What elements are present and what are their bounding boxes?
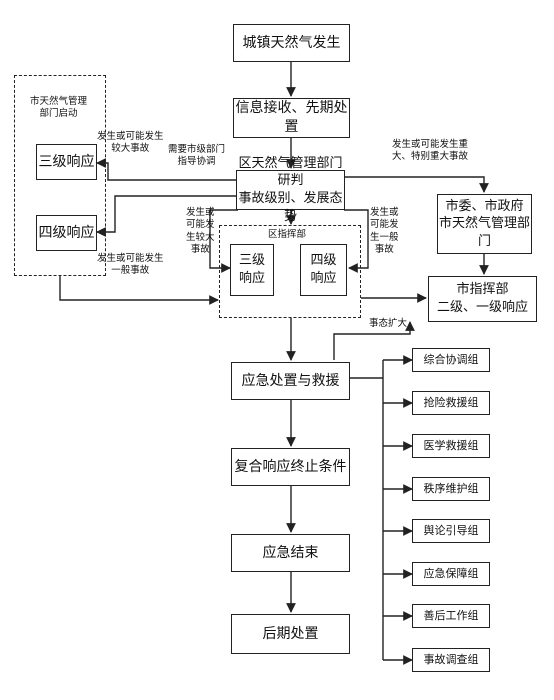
- info-receive-box: 信息接收、先期处置: [233, 98, 350, 138]
- gas-incident-box: 城镇天然气发生: [233, 24, 350, 62]
- major-accident-label: 发生或可能发生 较大事故: [97, 131, 164, 155]
- escalation-label: 事态扩大: [369, 318, 408, 329]
- district-level3-box: 三级 响应: [230, 244, 274, 296]
- team-box: 秩序维护组: [412, 477, 490, 501]
- team-box: 医学救援组: [412, 434, 490, 458]
- district-level4-box: 四级 响应: [300, 244, 347, 296]
- district-hq-label: 区指挥部: [268, 229, 307, 240]
- general-accident-label: 发生或可能发生 一般事故: [97, 253, 164, 277]
- team-box: 舆论引导组: [412, 519, 490, 543]
- city-hq-box: 市指挥部 二级、一级响应: [428, 276, 537, 322]
- team-box: 抢险救援组: [412, 391, 490, 415]
- serious-accident-label: 发生或可能发生重 大、特别重大事故: [392, 139, 469, 163]
- team-box: 善后工作组: [412, 604, 490, 628]
- termination-condition-box: 复合响应终止条件: [231, 448, 350, 486]
- aftermath-box: 后期处置: [231, 614, 350, 654]
- emergency-end-box: 应急结束: [231, 534, 350, 572]
- team-box: 应急保障组: [412, 562, 490, 586]
- city-start-label: 市天然气管理 部门启动: [30, 96, 88, 120]
- city-level4-box: 四级响应: [36, 215, 97, 251]
- district-hq-group: [219, 225, 361, 318]
- team-box: 综合协调组: [412, 348, 490, 372]
- need-city-guidance-label: 需要市级部门 指导协调: [168, 144, 226, 168]
- district-general-label: 发生或 可能发 生一般 事故: [370, 207, 399, 256]
- emergency-rescue-box: 应急处置与救援: [231, 362, 350, 400]
- city-gov-box: 市委、市政府 市天然气管理部门: [437, 194, 532, 254]
- city-level3-box: 三级响应: [36, 144, 97, 180]
- city-start-group: [14, 75, 106, 276]
- team-box: 事故调查组: [412, 648, 490, 672]
- district-major-label: 发生或 可能发 生较大 事故: [186, 207, 215, 256]
- district-judge-box: 区天然气管理部门研判 事故级别、发展态势: [236, 156, 345, 224]
